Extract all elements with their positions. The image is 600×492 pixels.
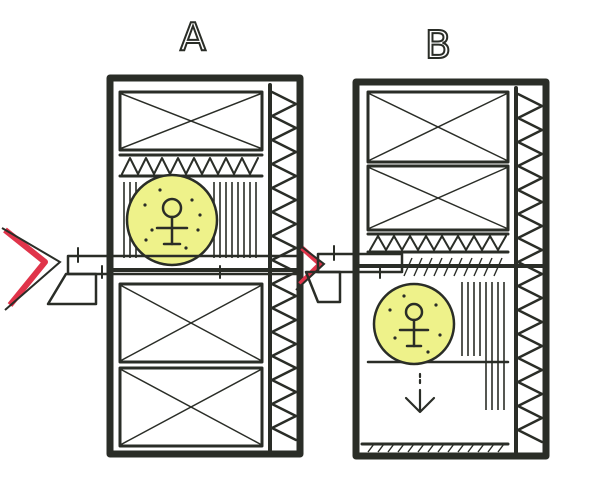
entry-arrow-b-outline (295, 243, 326, 291)
panel-b-floor-hatch (403, 257, 503, 277)
panel-label-a: A (180, 15, 206, 59)
panel-b-upper-box-2-cross-2 (369, 167, 507, 229)
panel-a-upper-cross-2 (121, 93, 261, 149)
panel-a-upper-box (118, 90, 264, 152)
panel-a (106, 74, 304, 458)
panel-b-person (372, 282, 456, 366)
person-symbol-icon (155, 197, 189, 246)
panel-a-dots (143, 188, 202, 250)
beam-a-bracket (46, 272, 98, 306)
panel-label-b: B (425, 23, 451, 67)
panel-b-base-hatch (367, 443, 505, 453)
entry-arrow-red (3, 227, 48, 307)
panel-b-dots (388, 294, 442, 354)
down-arrow-icon (404, 372, 436, 414)
panel-a-band-zigzag (121, 157, 259, 175)
beam-a-body (66, 254, 302, 276)
panel-b-upper-box-1 (366, 90, 510, 164)
entry-arrow-b-red (298, 246, 323, 286)
entry-arrow-icon (1, 227, 62, 311)
panel-b (352, 78, 550, 460)
panel-a-lower-box-1-cross-2 (121, 285, 261, 361)
beam-a (46, 247, 302, 306)
panel-a-zigzag (270, 90, 298, 442)
entry-arrow-b (295, 243, 326, 291)
entry-arrow-outline (1, 227, 62, 311)
panel-b-upper-box-1-cross-2 (369, 93, 507, 161)
panel-b-hatch (461, 282, 505, 410)
beam-b-bracket (304, 270, 342, 304)
panel-b-band-zigzag (369, 235, 507, 251)
panel-a-lower-box-2-cross-2 (121, 369, 261, 445)
panel-a-lower-box-1 (118, 282, 264, 364)
person-symbol-icon (398, 302, 430, 348)
panel-a-lower-box-2 (118, 366, 264, 448)
panel-b-upper-box-2 (366, 164, 510, 232)
panel-a-person (125, 173, 219, 267)
beam-b-body (316, 252, 404, 274)
panel-b-frame (352, 78, 550, 460)
